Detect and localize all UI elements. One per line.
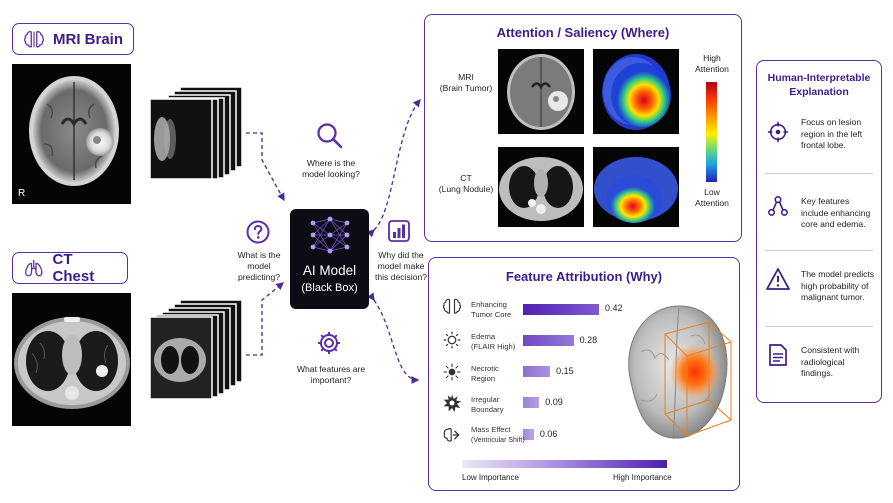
question-looking: Where is the model looking? (302, 158, 360, 179)
feature-bar-2 (523, 366, 551, 377)
ct-slice-stack (149, 299, 245, 400)
feature-2-sublabel: Region (471, 373, 496, 383)
feature-1-label: Edema (471, 332, 496, 341)
mri-brain-tag: MRI Brain (12, 23, 134, 55)
feature-value-2: 0.15 (556, 366, 574, 376)
brain-shift-icon (443, 427, 460, 442)
question-why: Why did the model make this decision? (374, 250, 428, 282)
brain-icon (442, 298, 462, 314)
sun-outline-icon (443, 363, 461, 381)
brain-3d-render (628, 305, 732, 439)
importance-high-label: High Importance (613, 473, 672, 482)
feature-1-sublabel: (FLAIR High) (471, 341, 516, 351)
explanation-item-1: Key features include enhancing core and … (801, 196, 871, 229)
feature-value-1: 0.28 (579, 335, 598, 345)
feature-name-1: Edema(FLAIR High) (471, 332, 531, 351)
ai-model-box: AI Model (Black Box) (290, 209, 369, 309)
feature-4-sublabel: (Ventricular Shift) (471, 436, 525, 444)
explanation-item-3: Consistent with radiological findings. (801, 345, 860, 378)
ct-chest-scan (12, 293, 131, 426)
brain-icon (23, 31, 45, 48)
mri-side-marker: R (18, 188, 26, 199)
feature-value-3: 0.09 (545, 397, 563, 407)
warning-icon (766, 268, 790, 290)
feature-bar-1 (523, 335, 574, 346)
ct-row-sub: (Lung Nodule) (438, 184, 494, 194)
feature-3-sublabel: Boundary (471, 404, 504, 414)
attention-panel: Attention / Saliency (Where) MRI(Brain T… (424, 14, 742, 242)
network-icon (768, 196, 788, 216)
gear-icon (318, 332, 340, 354)
explanation-item-0: Focus on lesion region in the left front… (801, 117, 863, 150)
document-icon (769, 344, 787, 366)
feature-3-label: Irregular (471, 395, 500, 404)
ct-row-name: CT (460, 173, 472, 183)
feature-2-label: Necrotic (471, 364, 499, 373)
feature-0-sublabel: Tumor Core (471, 309, 512, 319)
mri-saliency-thumb (593, 49, 679, 134)
splat-icon (443, 394, 462, 413)
question-predicting: What is the model predicting? (237, 250, 281, 282)
target-icon (767, 121, 789, 143)
bar-chart-icon (388, 220, 410, 242)
explanation-title: Human-Interpretable Explanation (767, 72, 871, 98)
attention-title: Attention / Saliency (Where) (496, 25, 670, 40)
ct-saliency-thumb (593, 147, 679, 227)
neural-network-icon (310, 216, 350, 254)
explanation-panel: Human-Interpretable Explanation Focus on… (756, 60, 882, 403)
attention-colorbar (706, 82, 717, 182)
lungs-icon (25, 259, 43, 277)
ct-row-label: CT(Lung Nodule) (435, 173, 497, 195)
feature-value-0: 0.42 (605, 303, 623, 313)
explanation-divider (765, 250, 873, 251)
importance-low-label: Low Importance (462, 473, 519, 482)
feature-bar-0 (523, 304, 599, 315)
ct-original-thumb (498, 147, 584, 227)
mri-row-sub: (Brain Tumor) (439, 83, 493, 93)
feature-4-label: Mass Effect (471, 425, 511, 434)
mri-row-label: MRI(Brain Tumor) (435, 72, 497, 94)
mri-brain-title: MRI Brain (53, 30, 124, 48)
mri-row-name: MRI (458, 72, 474, 82)
explanation-divider (765, 326, 873, 327)
explanation-item-2: The model predicts high probability of m… (801, 269, 875, 302)
feature-0-label: Enhancing (471, 300, 507, 309)
legend-low-label: Low Attention (695, 187, 729, 208)
mri-brain-scan: R (12, 64, 131, 204)
search-icon (317, 123, 343, 149)
ai-model-label: AI Model (302, 263, 357, 278)
feature-title: Feature Attribution (Why) (505, 269, 663, 284)
mri-original-thumb (498, 49, 584, 134)
feature-bar-4 (523, 429, 534, 440)
mri-slice-stack (149, 85, 245, 180)
importance-scale (462, 460, 667, 468)
sun-icon (443, 331, 461, 349)
legend-high-label: High Attention (695, 53, 729, 74)
ct-chest-title: CT Chest (52, 251, 95, 285)
feature-bar-3 (523, 397, 540, 408)
feature-value-4: 0.06 (539, 429, 558, 439)
feature-name-4: Mass Effect (Ventricular Shift) (471, 425, 551, 445)
ct-chest-tag: CT Chest (12, 251, 128, 285)
question-features: What features are important? (296, 364, 366, 385)
question-icon (246, 220, 270, 244)
ai-model-sublabel: (Black Box) (301, 282, 358, 294)
explanation-divider (765, 173, 873, 174)
